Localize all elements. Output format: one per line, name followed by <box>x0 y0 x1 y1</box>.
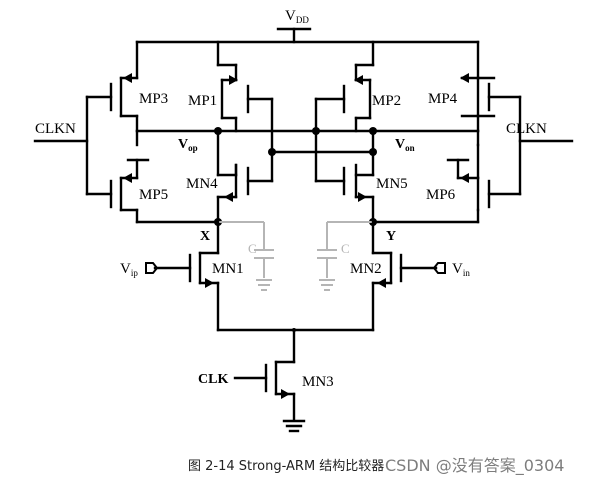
vdd-label: VDD <box>285 8 309 25</box>
transistor-mp2: MP2 <box>314 40 401 183</box>
cap-left-label: C <box>248 241 257 256</box>
mp6-label: MP6 <box>426 187 456 203</box>
clkn-left-label: CLKN <box>35 121 76 137</box>
transistor-mn2: MN2 <box>350 220 438 332</box>
vdd-supply: VDD <box>276 8 312 44</box>
mp5-label: MP5 <box>139 187 168 203</box>
transistor-mp3: MP3 <box>85 40 168 133</box>
ground-symbol <box>282 419 306 433</box>
mn2-label: MN2 <box>350 261 382 277</box>
y-node-label: Y <box>386 229 396 244</box>
von-label: Von <box>395 137 415 153</box>
transistor-mn4: MN4 <box>186 129 274 224</box>
mp2-label: MP2 <box>372 93 401 109</box>
transistor-mn1: MN1 <box>153 220 244 332</box>
cap-right-label: C <box>341 241 350 256</box>
mp4-label: MP4 <box>428 91 458 107</box>
transistor-mp1: MP1 <box>188 40 274 154</box>
mn3-label: MN3 <box>302 374 334 390</box>
mp1-label: MP1 <box>188 93 217 109</box>
vip-label: Vip <box>120 261 138 278</box>
figure-caption: 图 2-14 Strong-ARM 结构比较器 <box>188 459 385 474</box>
clk-label: CLK <box>198 372 228 387</box>
mn4-label: MN4 <box>186 176 218 192</box>
x-node-label: X <box>200 229 210 244</box>
watermark: CSDN @没有答案_0304 <box>385 456 565 475</box>
vin-label: Vin <box>452 261 470 278</box>
mn5-label: MN5 <box>376 176 408 192</box>
vin-input: Vin <box>432 261 470 278</box>
clkn-right-label: CLKN <box>506 121 547 137</box>
capacitor-right: C <box>317 221 373 291</box>
transistor-mp6: MP6 <box>426 129 522 224</box>
transistor-mn3: MN3 <box>233 328 334 422</box>
mp3-label: MP3 <box>139 91 168 107</box>
mn1-label: MN1 <box>212 261 244 277</box>
transistor-mn5: MN5 <box>314 150 408 224</box>
vip-input: Vip <box>120 261 159 278</box>
vop-label: Vop <box>178 137 198 153</box>
transistor-mp4: MP4 <box>428 40 522 133</box>
transistor-mp5: MP5 <box>85 129 168 224</box>
capacitor-left: C <box>218 221 274 291</box>
